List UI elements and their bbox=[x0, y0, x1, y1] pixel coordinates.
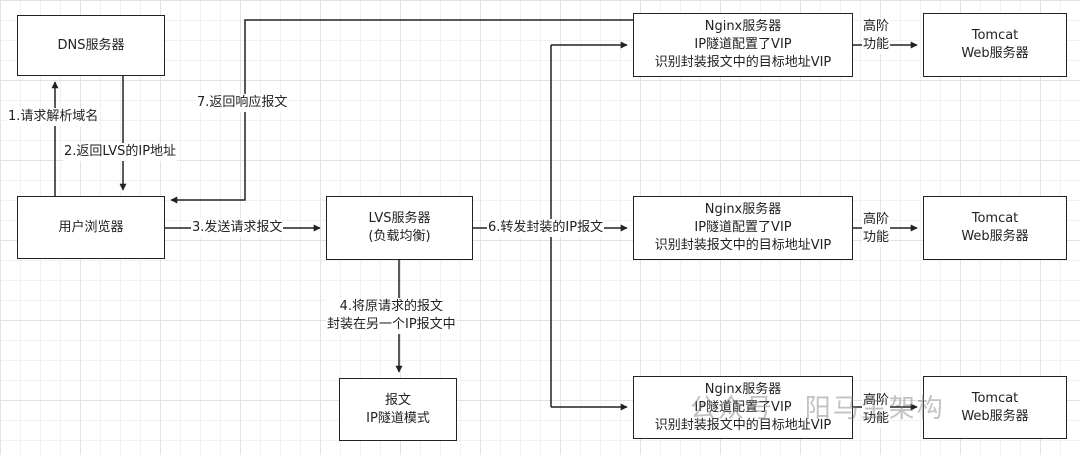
advanced-feature-line2: 功能 bbox=[863, 411, 890, 426]
packet-box: 报文 IP隧道模式 bbox=[339, 378, 457, 441]
packet-subtitle: IP隧道模式 bbox=[366, 410, 430, 426]
step-4-label: 4.将原请求的报文 封装在另一个IP报文中 bbox=[326, 298, 457, 334]
step-2-label: 2.返回LVS的IP地址 bbox=[63, 143, 178, 161]
tomcat-server-subtitle: Web服务器 bbox=[961, 229, 1029, 244]
tomcat-server-title: Tomcat bbox=[971, 28, 1019, 43]
nginx-server-vip: IP隧道配置了VIP bbox=[694, 37, 792, 52]
dns-server-box: DNS服务器 bbox=[17, 15, 165, 76]
tomcat-server-title: Tomcat bbox=[971, 390, 1019, 406]
nginx-server-vip: IP隧道配置了VIP bbox=[694, 399, 792, 415]
step-7-label: 7.返回响应报文 bbox=[196, 94, 289, 112]
nginx-server-title: Nginx服务器 bbox=[704, 202, 782, 217]
advanced-feature-line2: 功能 bbox=[863, 37, 890, 52]
lvs-server-subtitle: (负载均衡) bbox=[368, 229, 431, 244]
step-3-label: 3.发送请求报文 bbox=[191, 219, 284, 237]
advanced-feature-label: 高阶 功能 bbox=[862, 392, 891, 428]
step-4-label-line1: 4.将原请求的报文 bbox=[339, 299, 444, 314]
tomcat-server-box: Tomcat Web服务器 bbox=[923, 13, 1067, 77]
nginx-server-title: Nginx服务器 bbox=[704, 381, 782, 397]
tomcat-server-box: Tomcat Web服务器 bbox=[923, 376, 1067, 439]
step-1-label: 1.请求解析域名 bbox=[7, 108, 100, 126]
tomcat-server-box: Tomcat Web服务器 bbox=[923, 196, 1067, 260]
tomcat-server-subtitle: Web服务器 bbox=[961, 408, 1029, 424]
nginx-server-desc: 识别封装报文中的目标地址VIP bbox=[654, 417, 832, 433]
lvs-server-box: LVS服务器 (负载均衡) bbox=[326, 196, 473, 260]
lvs-server-title: LVS服务器 bbox=[368, 211, 431, 226]
advanced-feature-label: 高阶 功能 bbox=[862, 18, 891, 54]
watermark: 公众号 · 阳马生架构 bbox=[690, 394, 945, 424]
dns-server-label: DNS服务器 bbox=[57, 37, 125, 53]
advanced-feature-line1: 高阶 bbox=[863, 212, 890, 227]
nginx-server-box: Nginx服务器 IP隧道配置了VIP 识别封装报文中的目标地址VIP bbox=[633, 13, 853, 77]
advanced-feature-label: 高阶 功能 bbox=[862, 211, 891, 247]
nginx-server-desc: 识别封装报文中的目标地址VIP bbox=[654, 238, 832, 253]
advanced-feature-line1: 高阶 bbox=[863, 19, 890, 34]
advanced-feature-line2: 功能 bbox=[863, 230, 890, 245]
nginx-server-desc: 识别封装报文中的目标地址VIP bbox=[654, 55, 832, 70]
advanced-feature-line1: 高阶 bbox=[863, 393, 890, 408]
tomcat-server-title: Tomcat bbox=[971, 211, 1019, 226]
nginx-server-box: Nginx服务器 IP隧道配置了VIP 识别封装报文中的目标地址VIP bbox=[633, 196, 853, 260]
user-browser-box: 用户浏览器 bbox=[17, 196, 165, 259]
step-6-label: 6.转发封装的IP报文 bbox=[487, 219, 605, 237]
tomcat-server-subtitle: Web服务器 bbox=[961, 46, 1029, 61]
user-browser-label: 用户浏览器 bbox=[58, 219, 124, 235]
nginx-server-box: Nginx服务器 IP隧道配置了VIP 识别封装报文中的目标地址VIP bbox=[633, 376, 853, 439]
nginx-server-vip: IP隧道配置了VIP bbox=[694, 220, 792, 235]
step-4-label-line2: 封装在另一个IP报文中 bbox=[327, 317, 456, 332]
packet-title: 报文 bbox=[384, 392, 411, 408]
nginx-server-title: Nginx服务器 bbox=[704, 19, 782, 34]
